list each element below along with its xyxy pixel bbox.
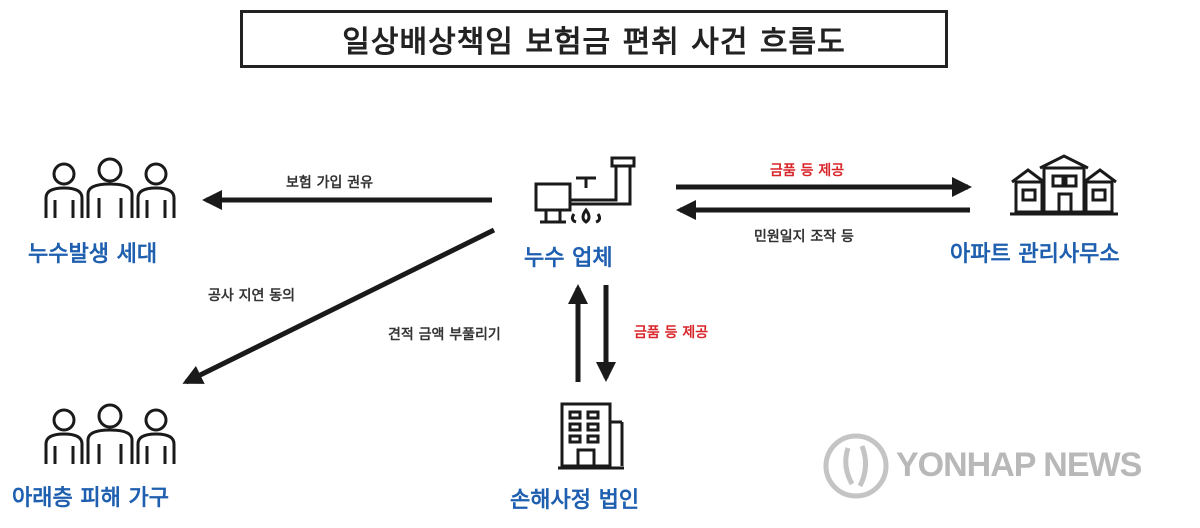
arrow-company-to-lower-floor [182,227,496,385]
node-lower-floor: 아래층 피해 가구 [12,486,169,511]
node-leak-household: 누수발생 세대 [28,242,158,267]
yonhap-logo-icon [823,433,889,499]
watermark: YONHAP NEWS [822,432,1182,500]
edge-label-insurance-recommend: 보험 가입 권유 [286,175,374,191]
pipe-faucet-icon [534,156,636,224]
node-leak-company: 누수 업체 [524,246,613,271]
title-box: 일상배상책임 보험금 편취 사건 흐름도 [240,10,948,68]
node-apartment-office: 아파트 관리사무소 [950,242,1120,267]
apartment-building-icon [1010,154,1118,216]
edge-label-goods-to-office: 금품 등 제공 [770,163,845,179]
people-group-icon [44,403,176,464]
edge-label-goods-to-adjuster: 금품 등 제공 [634,325,709,341]
diagram-title: 일상배상책임 보험금 편취 사건 흐름도 [342,25,846,60]
edge-label-complaint-log: 민원일지 조작 등 [754,229,854,245]
edge-label-delay-consent: 공사 지연 동의 [208,288,296,304]
edge-label-inflate-estimate: 견적 금액 부풀리기 [388,327,501,343]
node-adjuster: 손해사정 법인 [510,488,640,513]
people-group-icon [44,157,176,218]
watermark-text: YONHAP NEWS [896,446,1142,484]
office-building-icon [558,402,624,470]
